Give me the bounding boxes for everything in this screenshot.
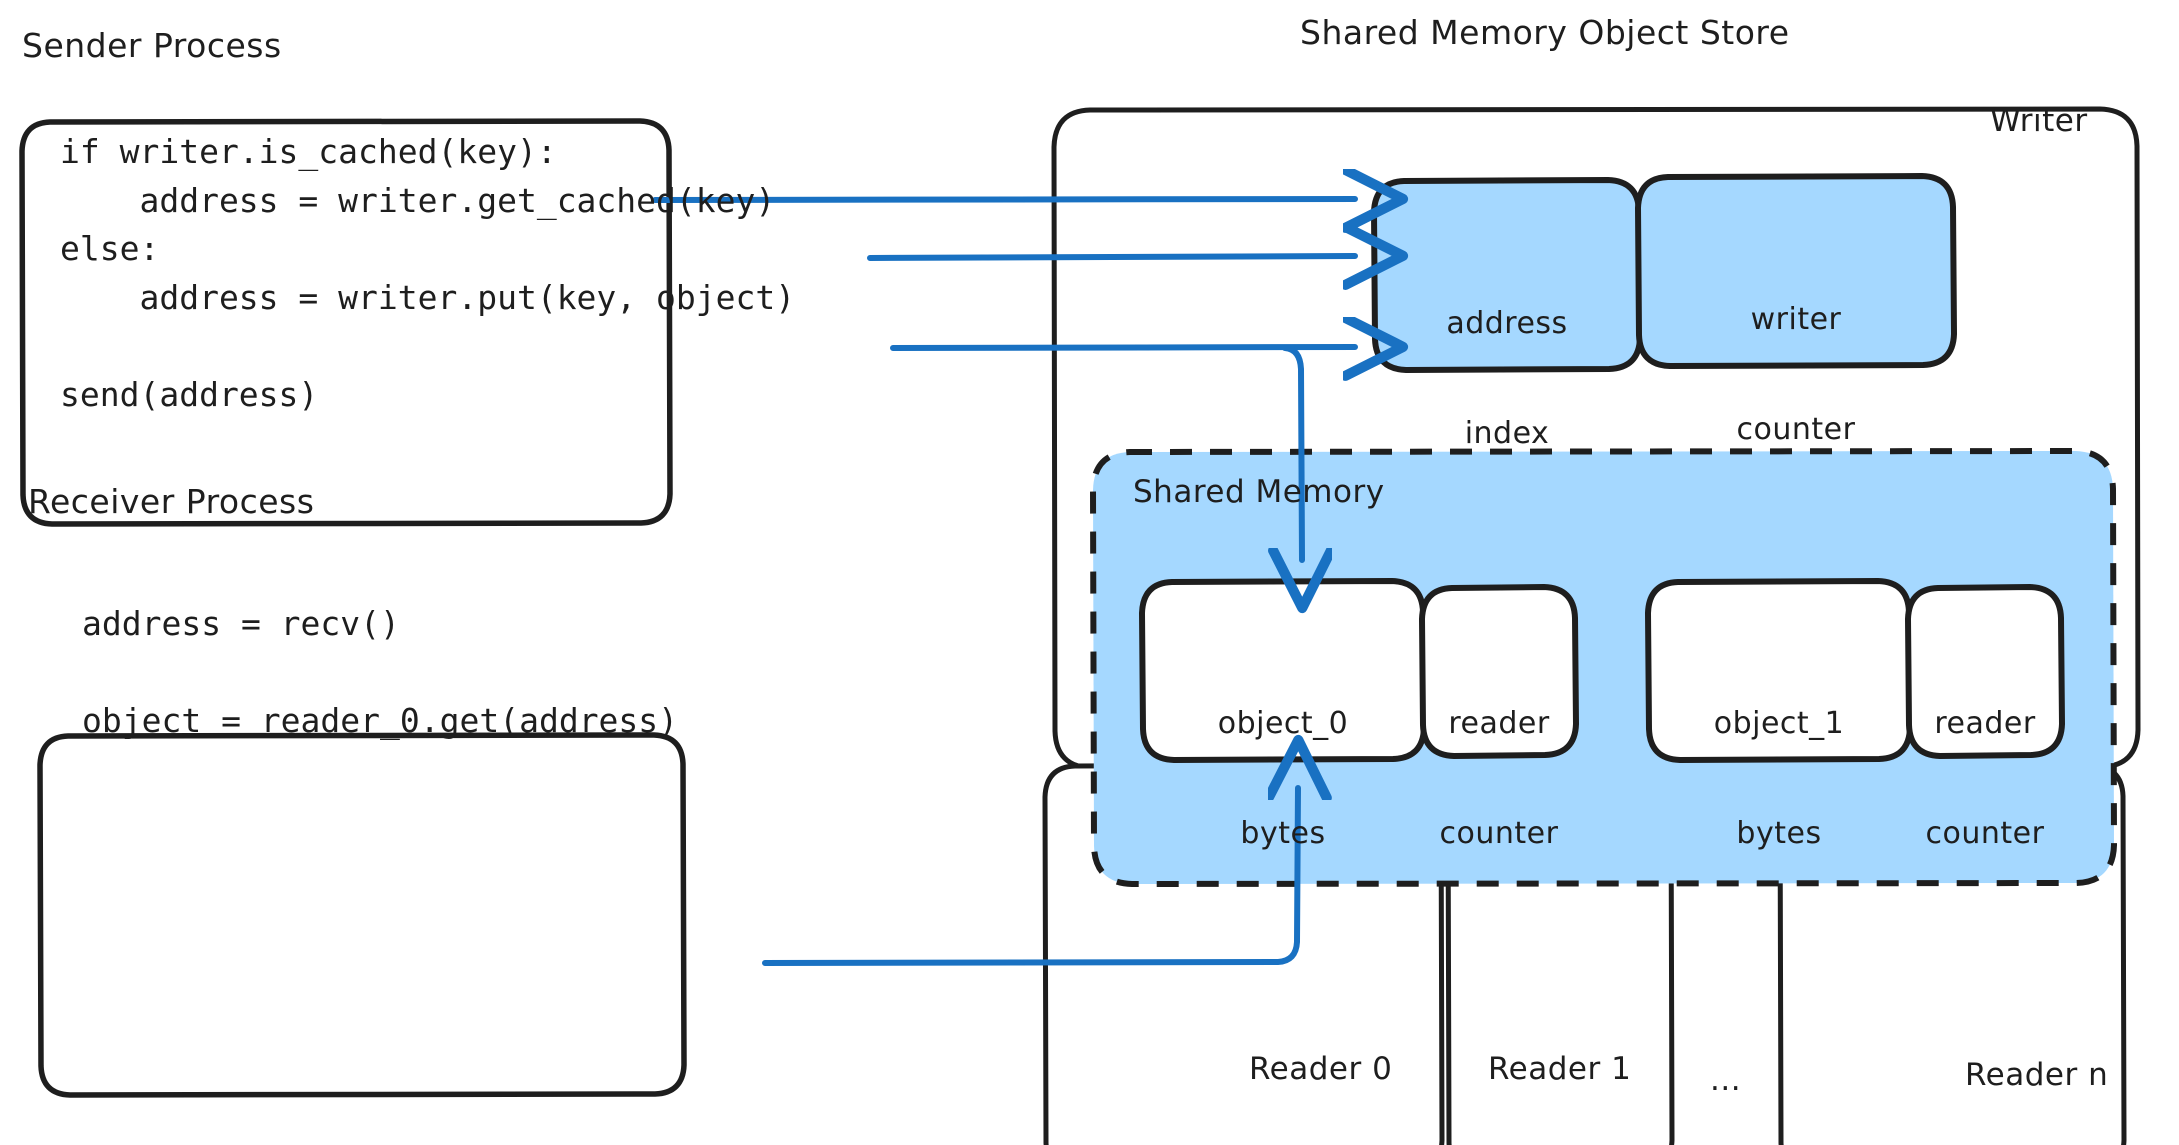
object-0-cell: [1139, 578, 1427, 763]
shared-memory-region: [1090, 448, 2117, 887]
reader-counter-1-cell: [1905, 584, 2065, 759]
object-1-line2: bytes: [1736, 815, 1822, 851]
reader-counter-1-line2: counter: [1925, 815, 2045, 851]
object-1-line1: object_1: [1713, 706, 1845, 742]
object-1-label: object_1 bytes: [1648, 633, 1910, 926]
receiver-code: address = recv() object = reader_0.get(a…: [82, 600, 678, 746]
shared-memory-object-store-title: Shared Memory Object Store: [1300, 13, 1790, 52]
arrow-is-cached-to-address-index: [652, 199, 1355, 200]
arrow-get-cached-to-address-index: [867, 256, 1355, 258]
shared-memory-label: Shared Memory: [1133, 474, 1385, 510]
reader-counter-0-line2: counter: [1439, 815, 1559, 851]
object-0-label: object_0 bytes: [1142, 633, 1424, 926]
reader-counter-1-line1: reader: [1934, 706, 2036, 742]
readers-ellipsis: ...: [1710, 1062, 1742, 1098]
receiver-code-text: address = recv() object = reader_0.get(a…: [82, 604, 679, 740]
arrow-reader-get-to-object-0: [762, 788, 1298, 966]
sender-code: if writer.is_cached(key): address = writ…: [60, 128, 795, 419]
receiver-code-box: [37, 732, 687, 1098]
reader-counter-0-cell: [1419, 584, 1579, 759]
object-0-line1: object_0: [1217, 706, 1349, 742]
writer-counter-line1: writer: [1750, 302, 1842, 338]
sender-code-box: [19, 118, 673, 527]
address-index-label: address index: [1374, 233, 1640, 526]
sender-process-title: Sender Process: [22, 26, 282, 65]
object-1-cell: [1645, 578, 1913, 763]
arrow-put-to-object-0: [1285, 345, 1302, 560]
reader-0-label: Reader 0: [1249, 1051, 1393, 1087]
sender-code-text: if writer.is_cached(key): address = writ…: [60, 132, 796, 414]
writer-counter-line2: counter: [1736, 411, 1856, 447]
writer-label: Writer: [1990, 103, 2088, 139]
reader-counter-0-line1: reader: [1448, 706, 1550, 742]
address-index-line2: index: [1464, 415, 1550, 451]
reader-n-label: Reader n: [1965, 1057, 2109, 1093]
object-0-line2: bytes: [1240, 815, 1326, 851]
reader-1-label: Reader 1: [1488, 1051, 1632, 1087]
address-index-line1: address: [1446, 306, 1568, 342]
reader-counter-1-label: reader counter: [1896, 633, 2074, 926]
writer-counter-label: writer counter: [1638, 229, 1954, 522]
writer-counter-cell: [1635, 173, 1957, 369]
receiver-process-title: Receiver Process: [28, 482, 315, 521]
arrow-put-to-address-index: [890, 347, 1355, 348]
reader-counter-0-label: reader counter: [1410, 633, 1588, 926]
